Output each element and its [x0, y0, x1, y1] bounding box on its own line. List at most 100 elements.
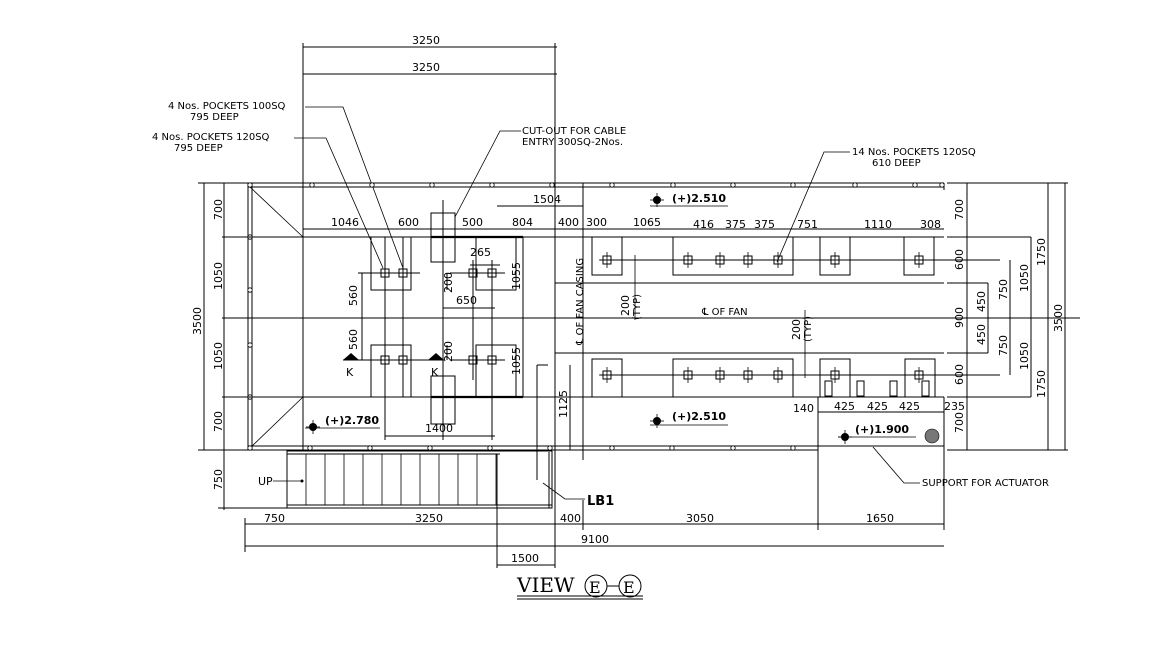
dim-308: 308	[920, 218, 941, 231]
wall-node	[912, 182, 918, 188]
right-dim-overall: 3500	[1052, 304, 1065, 332]
right-dim-1750-top: 1750	[1035, 238, 1048, 266]
note-pockets-120-right-line2: 610 DEEP	[872, 158, 921, 169]
view-title: VIEW E E	[516, 573, 643, 600]
inner-top-dimensions: 1046 600 500 804 400 300 1065 416 375 37…	[303, 193, 944, 231]
hatched-drain-symbol	[924, 428, 940, 444]
note-pockets-100-line1: 4 Nos. POCKETS 100SQ	[168, 101, 286, 112]
typ-label-a: (TYP)	[632, 294, 643, 320]
dim-1400: 1400	[425, 422, 453, 435]
dim-400: 400	[558, 216, 579, 229]
left-dim-700-top: 700	[212, 199, 225, 220]
fan-area	[591, 236, 1000, 530]
outer-walls	[247, 182, 945, 451]
wall-node	[369, 182, 375, 188]
bottom-dim-750: 750	[264, 512, 285, 525]
dim-200-typ-b: 200	[790, 319, 803, 340]
actuator-dimensions: 140 425 425 425 235	[793, 400, 965, 415]
right-dim-750-top: 750	[997, 279, 1010, 300]
wall-node	[247, 342, 253, 348]
dim-500: 500	[462, 216, 483, 229]
wall-node	[609, 182, 615, 188]
top-dim-2: 3250	[412, 61, 440, 74]
bottom-dim-1650: 1650	[866, 512, 894, 525]
wall-node	[547, 445, 553, 451]
dim-751: 751	[797, 218, 818, 231]
note-pockets-120-right-line1: 14 Nos. POCKETS 120SQ	[852, 147, 976, 158]
bottom-dim-3250: 3250	[415, 512, 443, 525]
wall-node	[790, 445, 796, 451]
actuator-support	[824, 380, 833, 397]
dim-1065: 1065	[633, 216, 661, 229]
dim-1504: 1504	[533, 193, 561, 206]
wall-node	[669, 445, 675, 451]
dim-1055-upper: 1055	[510, 262, 523, 290]
level-markers: (+)2.510 (+)2.510 (+)2.780 (+)1.900	[305, 192, 916, 444]
section-marker-k: K K	[343, 353, 444, 379]
view-title-text: VIEW	[516, 573, 575, 597]
dim-375b: 375	[754, 218, 775, 231]
right-dim-900: 900	[953, 307, 966, 328]
bottom-dimensions: 750 3250 400 3050 1650 9100 1500	[244, 450, 944, 568]
left-dimensions: 3500 700 1050 1050 700 750	[191, 182, 290, 510]
left-dim-stair-750: 750	[212, 469, 225, 490]
wall-node	[247, 445, 253, 451]
stair-treads	[305, 454, 497, 505]
wall-node	[427, 445, 433, 451]
dim-1110: 1110	[864, 218, 892, 231]
right-dim-750-bottom: 750	[997, 335, 1010, 356]
wall-node	[307, 445, 313, 451]
wall-node	[247, 287, 253, 293]
dim-235: 235	[944, 400, 965, 413]
dim-425a: 425	[834, 400, 855, 413]
stair: UP LB1	[258, 450, 614, 509]
note-pockets-120-left-line2: 795 DEEP	[174, 143, 223, 154]
section-mark-a: E	[589, 578, 601, 597]
dim-265: 265	[470, 246, 491, 259]
level-actuator: (+)1.900	[855, 423, 909, 436]
section-mark-b: E	[623, 578, 635, 597]
dim-804: 804	[512, 216, 533, 229]
k-mark-1: K	[346, 366, 354, 379]
stair-up-label: UP	[258, 475, 273, 488]
left-dim-1050-top: 1050	[212, 262, 225, 290]
left-dim-700-bottom: 700	[212, 411, 225, 432]
dim-416: 416	[693, 218, 714, 231]
dim-1055-lower: 1055	[510, 347, 523, 375]
right-dim-600-bottom: 600	[953, 364, 966, 385]
dim-375a: 375	[725, 218, 746, 231]
dim-600: 600	[398, 216, 419, 229]
dim-140: 140	[793, 402, 814, 415]
dim-425c: 425	[899, 400, 920, 413]
wall-node	[309, 182, 315, 188]
wall-node	[852, 182, 858, 188]
dim-560-upper: 560	[347, 285, 360, 306]
left-dim-overall: 3500	[191, 307, 204, 335]
note-pockets-100-line2: 795 DEEP	[190, 112, 239, 123]
wall-node	[730, 445, 736, 451]
right-dim-1750-bottom: 1750	[1035, 370, 1048, 398]
level-top-right: (+)2.510	[672, 192, 726, 205]
lb1-label: LB1	[587, 494, 614, 509]
right-dim-700-top: 700	[953, 199, 966, 220]
note-pockets-120-left-line1: 4 Nos. POCKETS 120SQ	[152, 132, 270, 143]
bottom-dim-3050: 3050	[686, 512, 714, 525]
actuator-support	[921, 380, 930, 397]
wall-node	[939, 182, 945, 188]
dim-650: 650	[456, 294, 477, 307]
right-dim-1050-top: 1050	[1018, 264, 1031, 292]
fan-centerline-label: ℄ OF FAN	[701, 307, 748, 318]
top-dim-1: 3250	[412, 34, 440, 47]
right-dim-1050-bottom: 1050	[1018, 342, 1031, 370]
wall-node	[730, 182, 736, 188]
level-bottom-mid: (+)2.510	[672, 410, 726, 423]
typ-label-b: (TYP)	[803, 316, 814, 342]
left-dim-1050-bottom: 1050	[212, 342, 225, 370]
k-mark-2: K	[431, 366, 439, 379]
wall-node	[609, 445, 615, 451]
right-pocket-markers	[599, 252, 927, 383]
dim-1046: 1046	[331, 216, 359, 229]
right-dimensions: 700 600 900 600 700 450 450 750 750 1050…	[947, 182, 1068, 451]
wall-node	[247, 182, 253, 188]
